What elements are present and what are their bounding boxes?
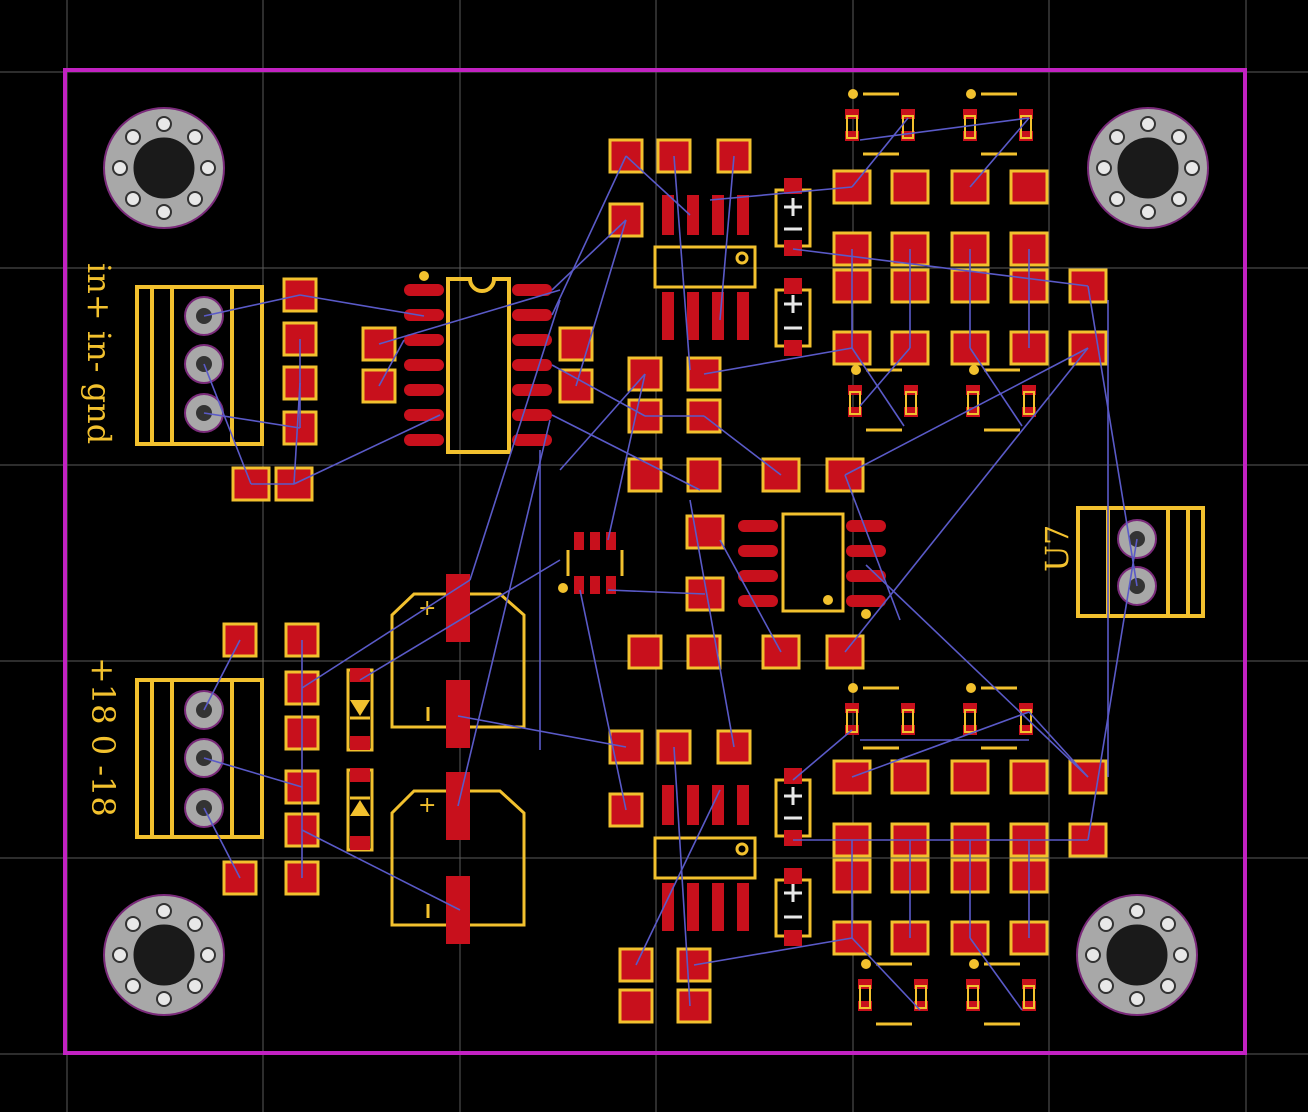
input-connector-label: in+ in- gnd	[80, 263, 118, 444]
ratsnest-lines	[203, 117, 1138, 1011]
diode-icon[interactable]	[346, 668, 374, 752]
output-terminal-u7[interactable]	[1076, 506, 1205, 618]
top-channel-parts[interactable]	[608, 138, 812, 434]
capacitor-polarity-icon: +	[418, 793, 436, 818]
pin1-marker-icon	[419, 271, 429, 281]
power-resistors[interactable]	[222, 622, 320, 896]
diode-icon[interactable]	[346, 768, 374, 852]
mounting-hole-icon[interactable]	[103, 107, 225, 229]
capacitor-polarity-icon: +	[418, 596, 436, 621]
mounting-hole-icon[interactable]	[1076, 894, 1198, 1016]
output-connector-label: U7	[1038, 525, 1076, 572]
dip-ic-op-amp[interactable]	[404, 271, 552, 454]
bottom-channel-parts[interactable]	[608, 729, 812, 1024]
power-terminal-block[interactable]	[135, 678, 264, 839]
center-parts[interactable]	[558, 457, 886, 670]
mounting-hole-icon[interactable]	[1087, 107, 1209, 229]
power-connector-label: +18 0 -18	[84, 657, 122, 817]
electrolytic-capacitor[interactable]: +	[390, 574, 526, 748]
mounting-hole-icon[interactable]	[103, 894, 225, 1016]
input-terminal-block[interactable]	[135, 285, 264, 446]
board-outline	[63, 68, 1247, 1055]
